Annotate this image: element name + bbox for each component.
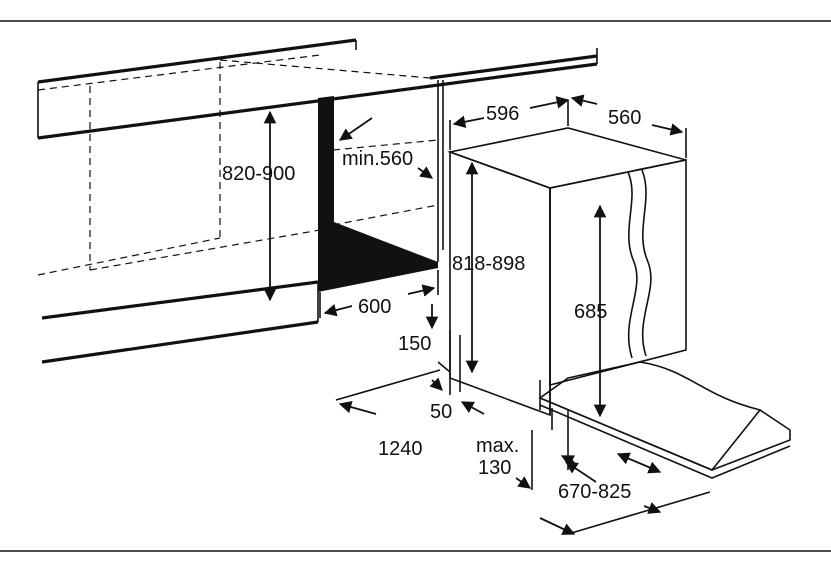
niche-dashed-outline bbox=[37, 54, 439, 276]
dimension-arrows bbox=[263, 94, 684, 535]
label-niche-height: 820-900 bbox=[222, 163, 295, 185]
label-appliance-width: 596 bbox=[486, 103, 519, 125]
label-plinth-height: 150 bbox=[398, 333, 431, 355]
label-door-height: 685 bbox=[574, 301, 607, 323]
dishwasher-body bbox=[447, 127, 687, 417]
label-appliance-height: 818-898 bbox=[452, 253, 525, 275]
label-max: max. bbox=[476, 435, 519, 457]
label-appliance-depth: 560 bbox=[608, 107, 641, 129]
niche-side-panel bbox=[318, 96, 438, 292]
countertop bbox=[37, 38, 598, 140]
door-panel bbox=[538, 169, 791, 479]
label-total-depth: 1240 bbox=[378, 438, 423, 460]
extension-lines bbox=[319, 100, 711, 535]
label-door-adjust: 670-825 bbox=[558, 481, 631, 503]
lower-rail bbox=[41, 280, 319, 364]
label-plinth-depth: 50 bbox=[430, 401, 452, 423]
label-niche-depth-min: min.560 bbox=[342, 148, 413, 170]
label-max-value: 130 bbox=[478, 457, 511, 479]
label-niche-width: 600 bbox=[358, 296, 391, 318]
